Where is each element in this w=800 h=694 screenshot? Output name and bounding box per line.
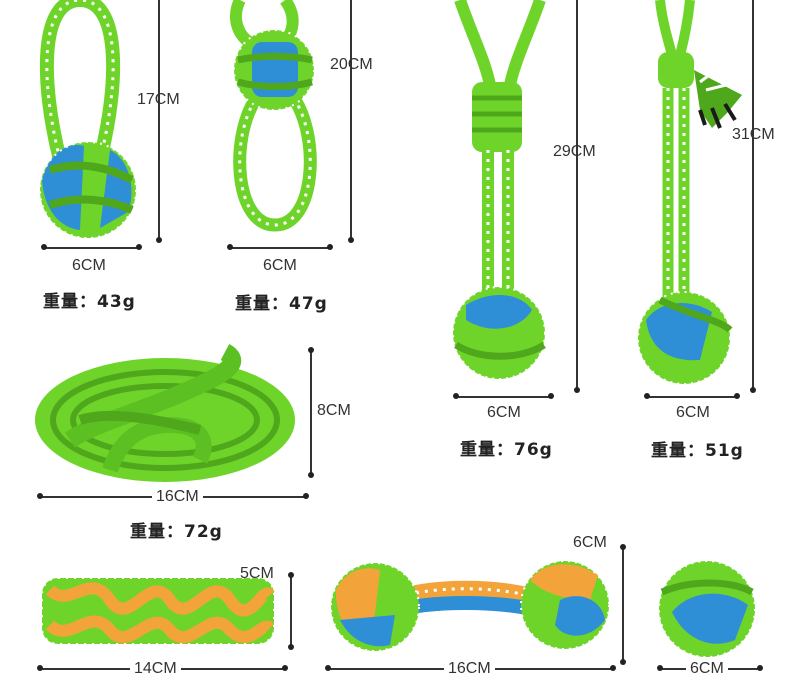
height-label: 20CM <box>330 56 373 73</box>
height-label: 31CM <box>732 126 775 143</box>
width-label: 6CM <box>676 404 710 421</box>
width-label: 16CM <box>152 489 203 505</box>
weight-text: 重量：51g <box>651 441 744 461</box>
width-label: 16CM <box>444 661 495 677</box>
height-label: 5CM <box>240 565 274 582</box>
weight-text: 重量：72g <box>130 522 223 542</box>
height-label: 6CM <box>573 534 607 551</box>
width-label: 14CM <box>130 661 181 677</box>
width-label: 6CM <box>686 661 728 677</box>
height-label: 17CM <box>137 91 180 108</box>
height-label: 29CM <box>553 143 596 160</box>
width-label: 6CM <box>487 404 521 421</box>
width-label: 6CM <box>263 257 297 274</box>
width-label: 6CM <box>72 257 106 274</box>
weight-text: 重量：47g <box>235 294 328 314</box>
weight-text: 重量：76g <box>460 440 553 460</box>
height-label: 8CM <box>317 402 351 419</box>
weight-text: 重量：43g <box>43 292 136 312</box>
